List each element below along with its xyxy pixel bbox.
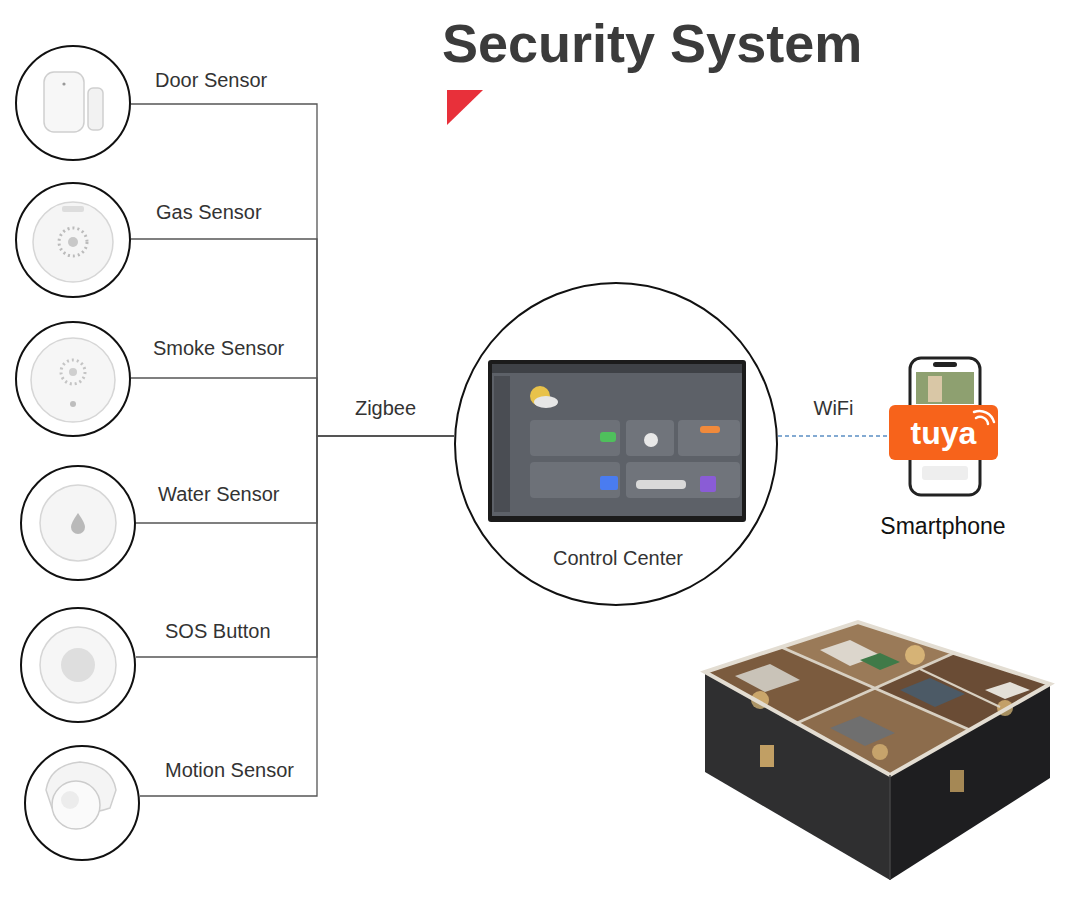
sos-button-body [40, 627, 116, 703]
door-sensor-body [44, 72, 84, 132]
house-furniture [735, 664, 800, 692]
node-label: Motion Sensor [165, 758, 345, 782]
screen-sidebar [494, 376, 510, 512]
house-light [872, 744, 888, 760]
zigbee-wire [140, 436, 454, 796]
phone-camera-figure [928, 376, 942, 402]
zigbee-wire [131, 378, 454, 436]
house-interior-wall [797, 653, 954, 723]
wifi-link [778, 435, 889, 437]
sensor-circle: Gas Sensor [15, 182, 131, 298]
phone-camera-image [916, 372, 974, 404]
house-window [760, 745, 774, 767]
zigbee-wire [131, 104, 454, 436]
motion-sensor-lens [61, 791, 79, 809]
house-furniture [830, 716, 895, 746]
node-label: SOS Button [165, 619, 345, 643]
screen-tile [530, 420, 620, 456]
screen-display [492, 364, 742, 516]
sensor-circle: Motion Sensor [24, 745, 140, 861]
screen-frame [488, 360, 746, 522]
sensor-circle: SOS Button [20, 607, 136, 723]
node-label: Door Sensor [155, 68, 335, 92]
node-label: tuya [889, 414, 998, 452]
house-interior-wall [920, 669, 1000, 707]
house-corner [889, 775, 891, 880]
screen-status-bar [492, 364, 742, 373]
wifi-arc [976, 417, 988, 424]
screen-toggle [600, 432, 616, 442]
motion-sensor-dome [52, 781, 100, 829]
zigbee-wire [131, 239, 454, 436]
curtain-slider [636, 480, 686, 489]
connector-label: Zigbee [326, 396, 446, 420]
smoke-sensor-button [70, 401, 76, 407]
zigbee-wire [136, 436, 454, 523]
node-label: Control Center [456, 546, 780, 570]
house-plant [860, 653, 900, 670]
screen-toggle [700, 426, 720, 433]
accent-triangle [447, 90, 483, 125]
sensor-circle: Door Sensor [15, 45, 131, 161]
house-furniture [985, 682, 1030, 699]
house-outer-wall-top [705, 622, 1050, 775]
house-interior-wall [781, 647, 970, 730]
smoke-sensor-body [31, 338, 115, 422]
curtain-icon [700, 476, 716, 492]
gas-sensor-label [62, 206, 84, 212]
smoke-sensor-grille [61, 360, 85, 384]
house-window [950, 770, 964, 792]
gas-sensor-grille [59, 228, 87, 256]
lamp-icon [644, 433, 658, 447]
sos-button-key [61, 648, 95, 682]
control-center-circle: Control Center [454, 282, 778, 606]
sensor-circle: Smoke Sensor [15, 321, 131, 437]
screen-tile [530, 462, 620, 498]
gas-sensor-center [68, 237, 78, 247]
screen-tile [678, 420, 740, 456]
wifi-arc [974, 411, 994, 422]
node-label: Smartphone [863, 513, 1023, 541]
node-label: Gas Sensor [156, 200, 336, 224]
water-drop-icon [71, 513, 85, 534]
sensor-circle: Water Sensor [20, 465, 136, 581]
screen-tile [626, 420, 674, 456]
smoke-sensor-center [69, 368, 77, 376]
phone-ui-bar [922, 466, 968, 480]
house-light [905, 645, 925, 665]
screen-widget [600, 476, 618, 490]
diagram-title: Security System [442, 12, 862, 74]
phone-notch [933, 362, 957, 367]
tuya-logo-badge [889, 405, 998, 460]
connector-label: WiFi [774, 396, 894, 420]
weather-cloud [534, 396, 558, 408]
gas-sensor-body [33, 202, 113, 282]
smartphone-node: tuyaSmartphone [889, 355, 1015, 540]
screen-tile [626, 462, 740, 498]
door-sensor-magnet [88, 88, 103, 130]
node-label: Water Sensor [158, 482, 338, 506]
node-label: Smoke Sensor [153, 336, 333, 360]
zigbee-wire [136, 436, 454, 657]
door-sensor-led [62, 82, 65, 85]
water-sensor-body [40, 485, 116, 561]
